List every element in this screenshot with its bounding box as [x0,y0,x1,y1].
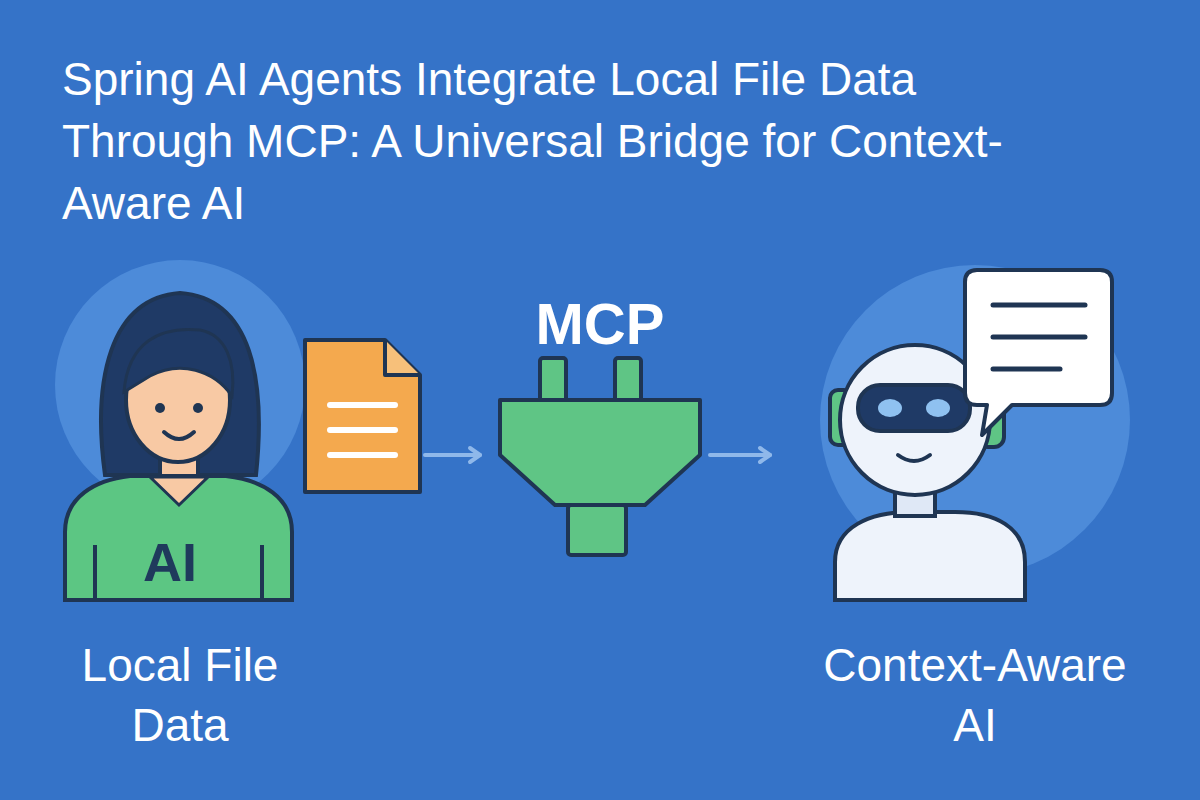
node-box: Local File Data [40,250,425,750]
arrow-connector [425,453,480,457]
person-illustration [65,293,292,600]
node-label: Local File Data [40,635,320,755]
speech-bubble [965,270,1112,435]
backdrop-circle [55,260,305,510]
node-label: MCP [480,288,720,360]
plug-icon [500,358,700,555]
diagram-title: Spring AI Agents Integrate Local File Da… [62,48,1092,234]
shirt-label: AI [110,532,230,592]
node-label: Context-Aware AI [815,635,1135,755]
document-icon [305,340,420,492]
arrow-connector [710,453,770,457]
node-box: Context-Aware AI [770,255,1160,755]
node-box: MCP [480,270,710,570]
